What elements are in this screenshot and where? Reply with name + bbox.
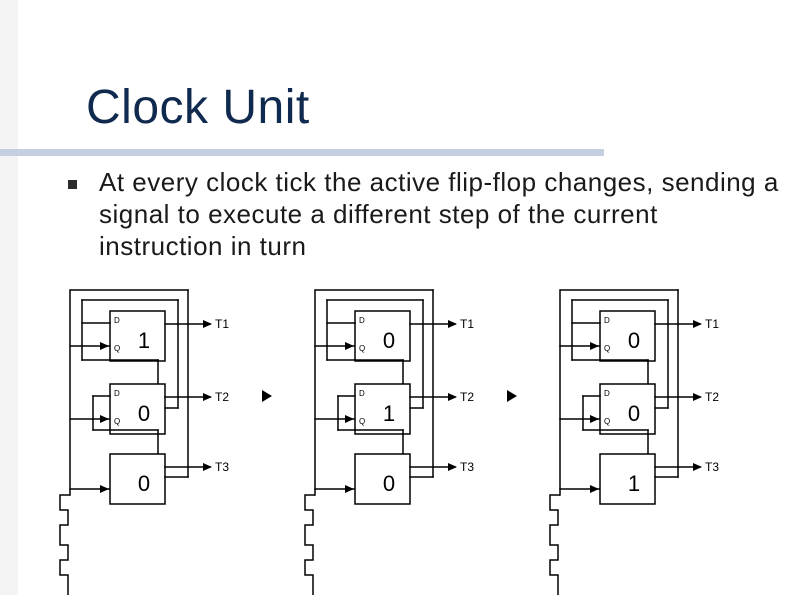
output-arrow bbox=[448, 463, 457, 471]
clock-input-arrow bbox=[345, 485, 354, 493]
flip-flop-3-3 bbox=[599, 453, 656, 505]
clock-signal-waveform bbox=[59, 494, 70, 595]
state-value-1-2: 0 bbox=[138, 401, 150, 426]
pin-label-d: D bbox=[604, 389, 610, 398]
clock-input-arrow bbox=[100, 485, 109, 493]
pin-label-d: D bbox=[604, 316, 610, 325]
state-value-2-1: 0 bbox=[383, 328, 395, 353]
bullet-square-icon bbox=[68, 180, 77, 189]
state-value-2-3: 0 bbox=[383, 471, 395, 496]
pin-label-q: Q bbox=[359, 344, 365, 353]
output-label-T2: T2 bbox=[705, 390, 719, 404]
output-arrow bbox=[448, 393, 457, 401]
clock-input-arrow bbox=[100, 415, 109, 423]
page-title: Clock Unit bbox=[86, 81, 310, 134]
clock-input-arrow bbox=[345, 342, 354, 350]
bullet-text: At every clock tick the active flip-flop… bbox=[99, 167, 779, 261]
output-arrow bbox=[693, 393, 702, 401]
clock-signal-waveform bbox=[304, 494, 315, 595]
output-label-T3: T3 bbox=[215, 460, 229, 474]
flip-flop-3-1 bbox=[599, 310, 656, 362]
pin-label-q: Q bbox=[604, 344, 610, 353]
output-label-T3: T3 bbox=[460, 460, 474, 474]
output-arrow bbox=[203, 393, 212, 401]
pin-label-d: D bbox=[359, 389, 365, 398]
flip-flop-2-3 bbox=[354, 453, 411, 505]
pin-label-d: D bbox=[114, 389, 120, 398]
output-label-T3: T3 bbox=[705, 460, 719, 474]
state-value-2-2: 1 bbox=[383, 401, 395, 426]
clock-signal-waveform bbox=[549, 494, 560, 595]
output-label-T2: T2 bbox=[215, 390, 229, 404]
clock-input-arrow bbox=[590, 415, 599, 423]
slide-side-strip bbox=[0, 0, 18, 595]
transition-play-triangle-icon-1 bbox=[262, 390, 272, 402]
state-value-1-3: 0 bbox=[138, 471, 150, 496]
output-arrow bbox=[693, 463, 702, 471]
state-value-1-1: 1 bbox=[138, 328, 150, 353]
state-value-3-2: 0 bbox=[628, 401, 640, 426]
pin-label-q: Q bbox=[114, 417, 120, 426]
pin-label-q: Q bbox=[114, 344, 120, 353]
clock-input-arrow bbox=[590, 342, 599, 350]
output-label-T1: T1 bbox=[460, 317, 474, 331]
clock-input-arrow bbox=[345, 415, 354, 423]
output-label-T1: T1 bbox=[705, 317, 719, 331]
output-arrow bbox=[203, 463, 212, 471]
clock-input-arrow bbox=[590, 485, 599, 493]
output-label-T1: T1 bbox=[215, 317, 229, 331]
title-underline bbox=[0, 149, 604, 156]
state-value-3-3: 1 bbox=[628, 471, 640, 496]
flip-flop-1-2 bbox=[109, 383, 166, 435]
transition-play-triangle-icon-2 bbox=[507, 390, 517, 402]
output-arrow bbox=[693, 320, 702, 328]
output-arrow bbox=[203, 320, 212, 328]
pin-label-d: D bbox=[359, 316, 365, 325]
flip-flop-1-3 bbox=[109, 453, 166, 505]
flip-flop-1-1 bbox=[109, 310, 166, 362]
flip-flop-3-2 bbox=[599, 383, 656, 435]
output-arrow bbox=[448, 320, 457, 328]
clock-input-arrow bbox=[100, 342, 109, 350]
state-value-3-1: 0 bbox=[628, 328, 640, 353]
output-label-T2: T2 bbox=[460, 390, 474, 404]
flip-flop-2-2 bbox=[354, 383, 411, 435]
pin-label-d: D bbox=[114, 316, 120, 325]
pin-label-q: Q bbox=[359, 417, 365, 426]
flip-flop-2-1 bbox=[354, 310, 411, 362]
pin-label-q: Q bbox=[604, 417, 610, 426]
